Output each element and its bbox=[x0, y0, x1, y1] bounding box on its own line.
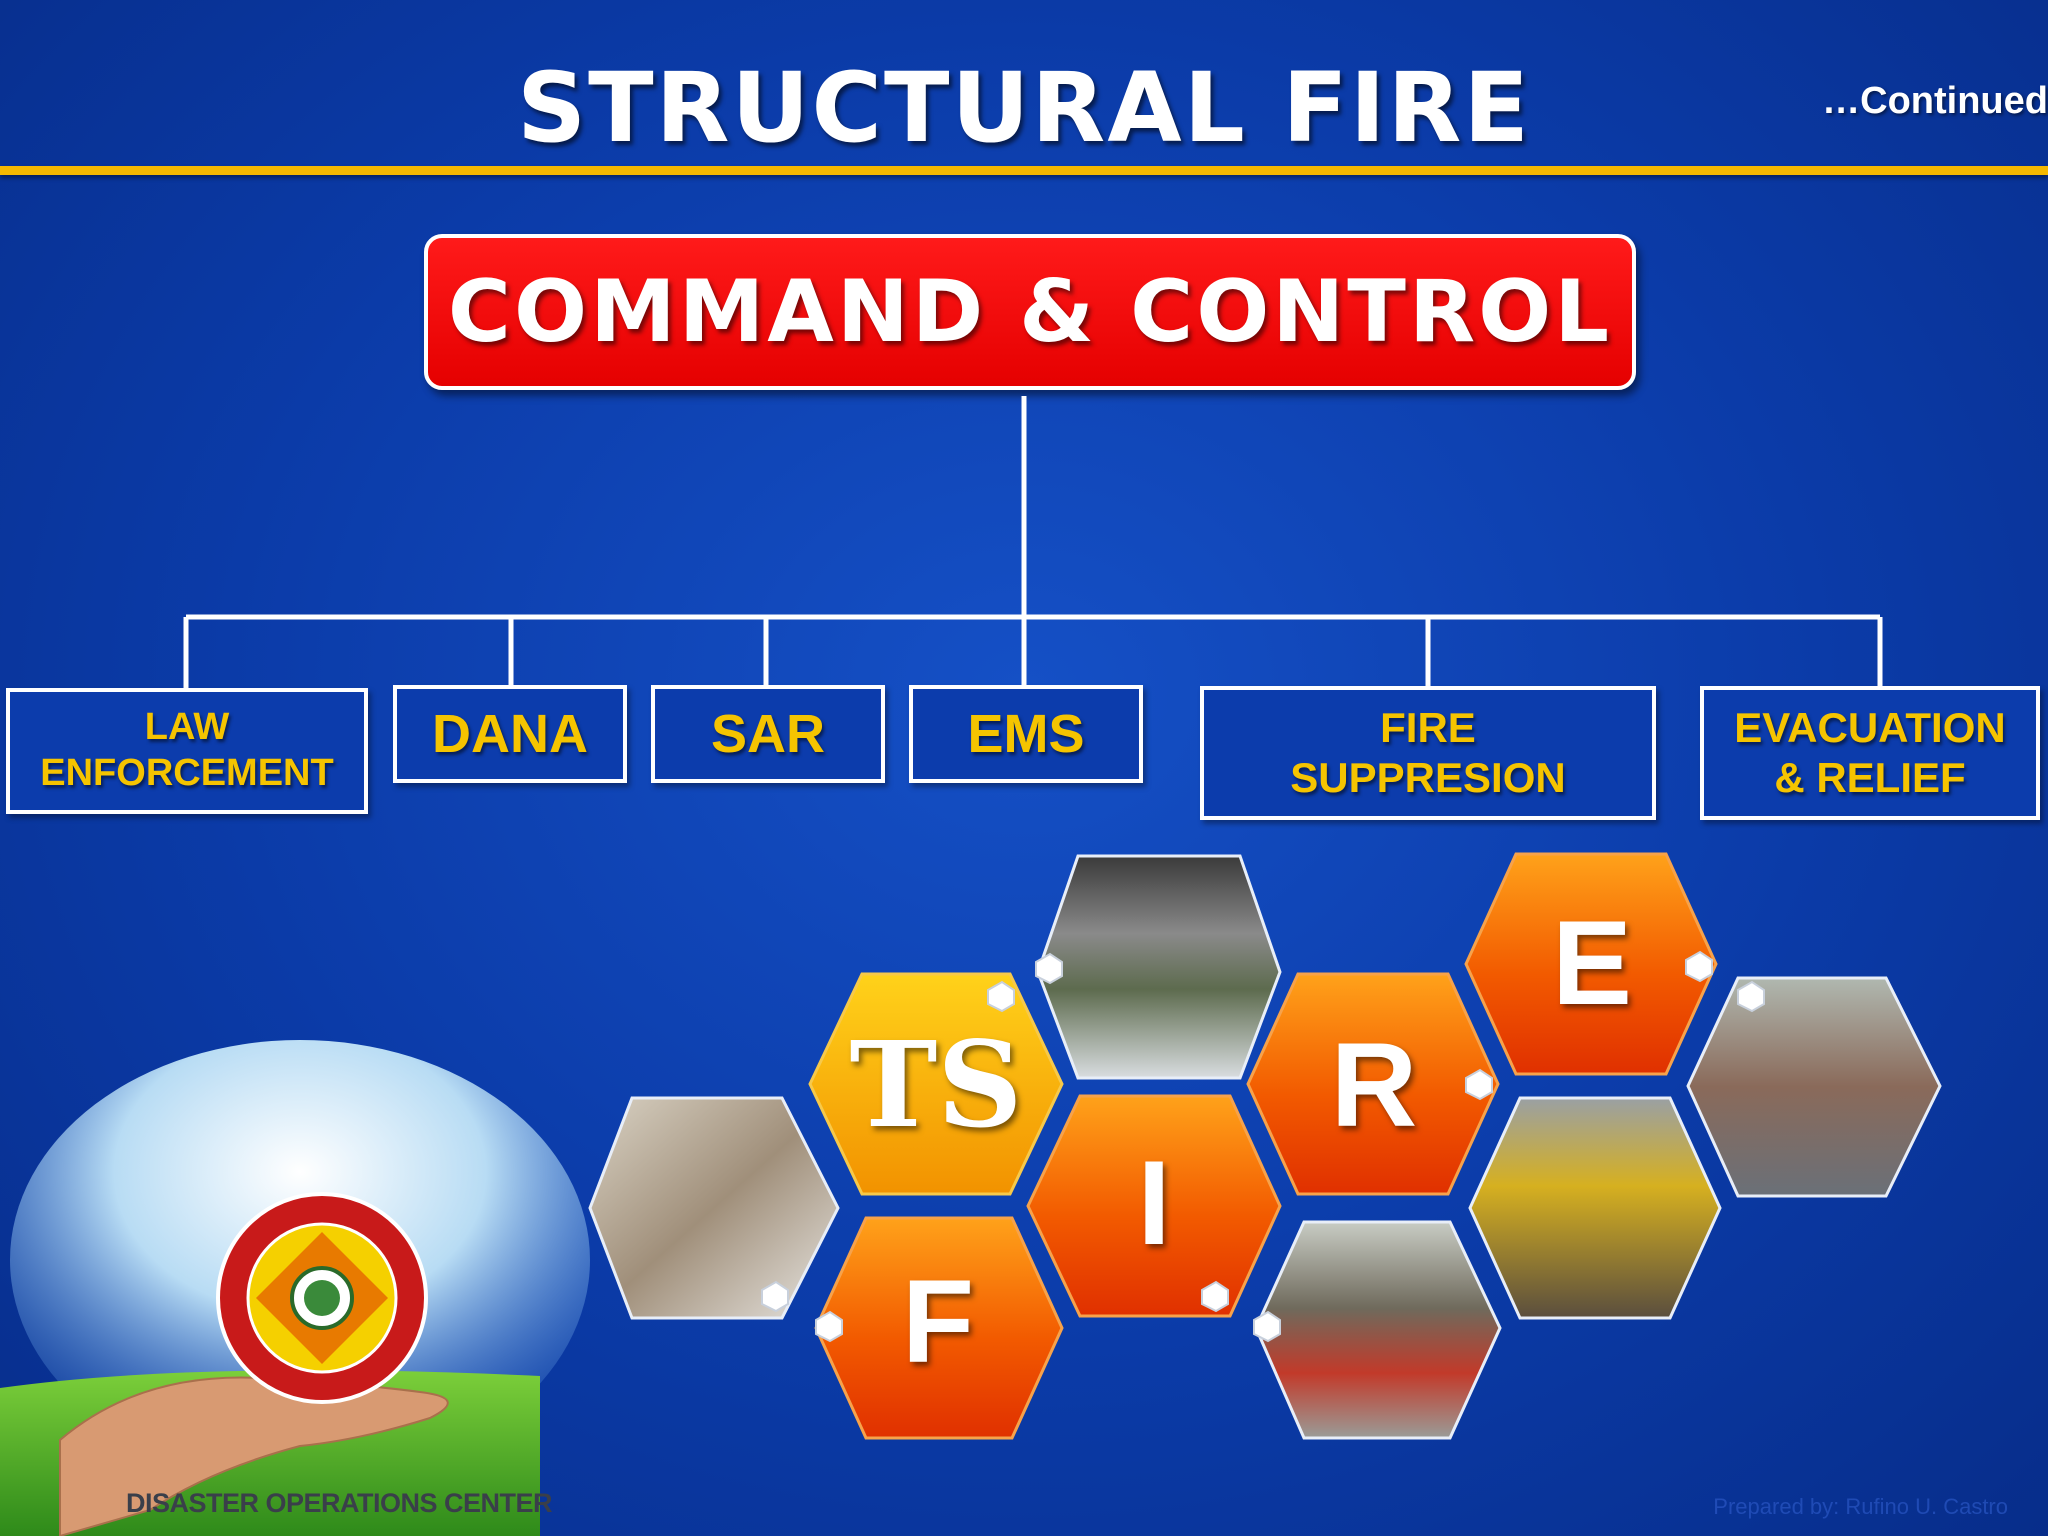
hex-i bbox=[1026, 1094, 1282, 1318]
unit-ems: EMS bbox=[909, 685, 1143, 783]
photo-hex-burning-building bbox=[1036, 854, 1282, 1080]
unit-label-line2: ENFORCEMENT bbox=[40, 752, 334, 794]
photo-hex-street-ladder bbox=[1686, 976, 1942, 1198]
letter-f: F bbox=[902, 1256, 974, 1388]
unit-label: DANA bbox=[432, 703, 588, 764]
hex-r bbox=[1246, 972, 1500, 1196]
hex-dot bbox=[815, 1310, 843, 1343]
hex-e bbox=[1464, 852, 1718, 1076]
unit-sar: SAR bbox=[651, 685, 885, 783]
hex-dot bbox=[1737, 980, 1765, 1013]
command-control-label: COMMAND & CONTROL bbox=[447, 262, 1613, 362]
unit-evacuation-relief: EVACUATION& RELIEF bbox=[1700, 686, 2040, 820]
slide-title: STRUCTURAL FIRE bbox=[517, 52, 1531, 164]
hex-dot bbox=[1465, 1068, 1493, 1101]
hex-dot bbox=[1035, 952, 1063, 985]
unit-label-line1: LAW bbox=[144, 706, 230, 749]
unit-label-line2: & RELIEF bbox=[1774, 754, 1966, 801]
letter-e: E bbox=[1552, 896, 1632, 1030]
unit-label: SAR bbox=[710, 703, 825, 764]
cdrrmc-logo-icon bbox=[216, 1192, 428, 1404]
credit-watermark: Prepared by: Rufino U. Castro bbox=[1713, 1494, 2008, 1519]
photo-hex-rescue-crew bbox=[1468, 1096, 1722, 1320]
unit-label: EMS bbox=[967, 703, 1085, 764]
operations-center-caption: DISASTER OPERATIONS CENTER bbox=[126, 1488, 553, 1518]
letter-r: R bbox=[1331, 1018, 1418, 1152]
command-control-box: COMMAND & CONTROL bbox=[424, 234, 1636, 390]
title-underline bbox=[0, 166, 2048, 175]
hand-icon bbox=[59, 1376, 449, 1536]
hex-dot bbox=[1253, 1310, 1281, 1343]
photo-hex-water-spray bbox=[588, 1096, 840, 1320]
letter-i: I bbox=[1137, 1136, 1170, 1270]
continued-label: …Continued bbox=[1822, 80, 2048, 122]
hex-dot bbox=[987, 980, 1015, 1013]
hex-ts bbox=[808, 972, 1064, 1196]
unit-label-line2: SUPPRESION bbox=[1290, 754, 1566, 801]
unit-label-line1: FIRE bbox=[1380, 703, 1476, 751]
photo-hex-fire-trucks-crowd bbox=[1254, 1220, 1502, 1440]
letter-ts: TS bbox=[849, 1015, 1022, 1154]
hex-dot bbox=[1201, 1280, 1229, 1313]
unit-dana: DANA bbox=[393, 685, 627, 783]
unit-label-line1: EVACUATION bbox=[1734, 703, 2006, 751]
hex-dot bbox=[761, 1280, 789, 1313]
hex-dot bbox=[1685, 950, 1713, 983]
